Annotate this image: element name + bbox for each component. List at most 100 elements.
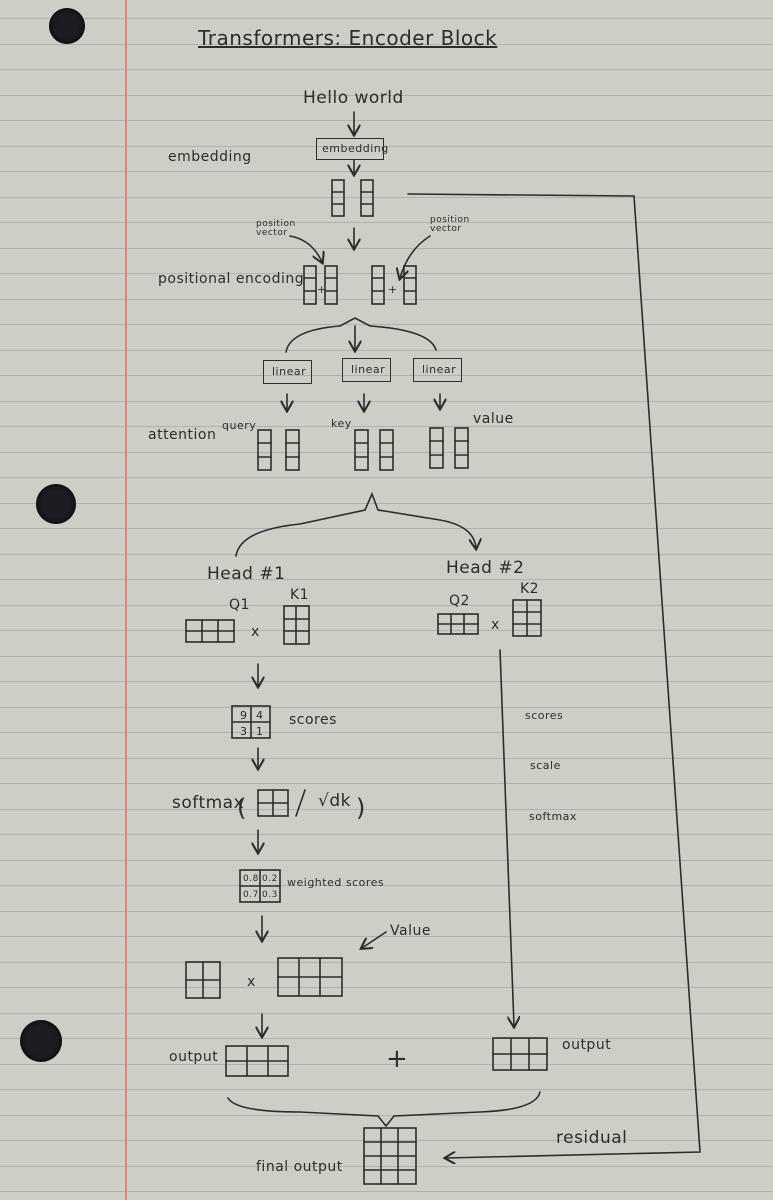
ruled-line xyxy=(0,860,773,861)
ruled-line xyxy=(0,222,773,223)
ruled-line xyxy=(0,528,773,529)
ruled-line xyxy=(0,1064,773,1065)
ruled-line xyxy=(0,630,773,631)
query-label: query xyxy=(222,419,257,432)
embedding-box xyxy=(316,138,384,160)
svg-text:(: ( xyxy=(237,794,246,822)
binder-hole-middle xyxy=(36,484,76,524)
weighted-cell-4: 0.3 xyxy=(262,890,278,900)
arrow-position-vector-right xyxy=(400,235,431,278)
svg-text:): ) xyxy=(356,794,365,822)
times-value: x xyxy=(247,974,256,990)
ruled-line xyxy=(0,579,773,580)
binder-hole-top xyxy=(49,8,85,44)
plus-sign: + xyxy=(386,1044,409,1074)
sqrt-dk-label: √dk xyxy=(318,791,351,811)
ruled-line xyxy=(0,299,773,300)
ruled-line xyxy=(0,1013,773,1014)
ruled-line xyxy=(0,69,773,70)
ruled-line xyxy=(0,962,773,963)
linear-label-value: linear xyxy=(422,363,457,376)
key-vectors xyxy=(354,429,394,471)
head2-softmax-label: softmax xyxy=(529,810,577,823)
ruled-line xyxy=(0,681,773,682)
ruled-line xyxy=(0,95,773,96)
margin-line xyxy=(125,0,127,1200)
embedding-box-label: embedding xyxy=(322,142,389,155)
value-arrow-label: Value xyxy=(390,923,431,939)
ruled-line xyxy=(0,987,773,988)
page-title: Transformers: Encoder Block xyxy=(198,26,498,50)
weighted-cell-2: 0.2 xyxy=(262,874,278,884)
final-output-label: final output xyxy=(256,1159,343,1175)
scores-cell-4: 1 xyxy=(256,725,264,738)
key-label: key xyxy=(331,417,352,430)
ruled-line xyxy=(0,834,773,835)
ruled-line xyxy=(0,656,773,657)
scores-cell-2: 4 xyxy=(256,709,264,722)
ruled-line xyxy=(0,120,773,121)
ruled-line xyxy=(0,44,773,45)
ruled-line xyxy=(0,1089,773,1090)
ruled-line xyxy=(0,426,773,427)
linear-box-key xyxy=(342,358,391,382)
weighted-cell-3: 0.7 xyxy=(243,890,259,900)
arrow-position-vector-left xyxy=(289,235,322,262)
value-label: value xyxy=(473,411,514,427)
scores-cell-3: 3 xyxy=(240,725,248,738)
ruled-line xyxy=(0,324,773,325)
binder-hole-bottom xyxy=(20,1020,62,1062)
head2-scores-label: scores xyxy=(525,709,564,722)
head2-label: Head #2 xyxy=(446,558,525,578)
ruled-line xyxy=(0,1038,773,1039)
ruled-line xyxy=(0,146,773,147)
embed-vector-1 xyxy=(331,179,345,217)
ruled-line xyxy=(0,605,773,606)
ruled-line xyxy=(0,477,773,478)
times-head2: x xyxy=(491,617,500,633)
output-left-label: output xyxy=(169,1049,219,1065)
attention-label: attention xyxy=(148,427,217,443)
ruled-line xyxy=(0,18,773,19)
ruled-line xyxy=(0,885,773,886)
residual-connection xyxy=(407,193,701,1158)
linear-label-query: linear xyxy=(272,365,307,378)
ruled-line xyxy=(0,758,773,759)
brace-to-linear xyxy=(285,317,437,353)
ruled-line xyxy=(0,171,773,172)
ruled-line xyxy=(0,707,773,708)
ruled-line xyxy=(0,273,773,274)
ruled-line xyxy=(0,911,773,912)
ruled-line xyxy=(0,1115,773,1116)
ruled-line xyxy=(0,1140,773,1141)
svg-text:+: + xyxy=(317,283,326,296)
linear-label-key: linear xyxy=(351,363,386,376)
output-right-label: output xyxy=(562,1037,612,1053)
ruled-line xyxy=(0,732,773,733)
ruled-line xyxy=(0,197,773,198)
positional-encoding-label: positional encoding xyxy=(158,271,305,287)
linear-box-value xyxy=(413,358,462,382)
embedding-label: embedding xyxy=(168,149,252,165)
head2-flow-arrow xyxy=(499,649,514,1026)
ruled-line xyxy=(0,248,773,249)
ruled-line xyxy=(0,375,773,376)
ruled-line xyxy=(0,503,773,504)
weighted-cell-1: 0.8 xyxy=(243,874,259,884)
q1-label: Q1 xyxy=(229,597,250,613)
ruled-line xyxy=(0,554,773,555)
softmax-label: softmax xyxy=(172,793,245,813)
position-vector-label-left: position vector xyxy=(256,219,296,238)
k1-label: K1 xyxy=(290,587,310,603)
value-vectors xyxy=(429,427,469,469)
query-vectors xyxy=(257,429,300,471)
brace-to-final xyxy=(227,1091,541,1128)
linear-box-query xyxy=(263,360,312,384)
ruled-line xyxy=(0,1191,773,1192)
embed-vector-2 xyxy=(360,179,374,217)
ruled-line xyxy=(0,452,773,453)
head2-scale-label: scale xyxy=(530,759,561,772)
residual-label: residual xyxy=(556,1128,628,1148)
